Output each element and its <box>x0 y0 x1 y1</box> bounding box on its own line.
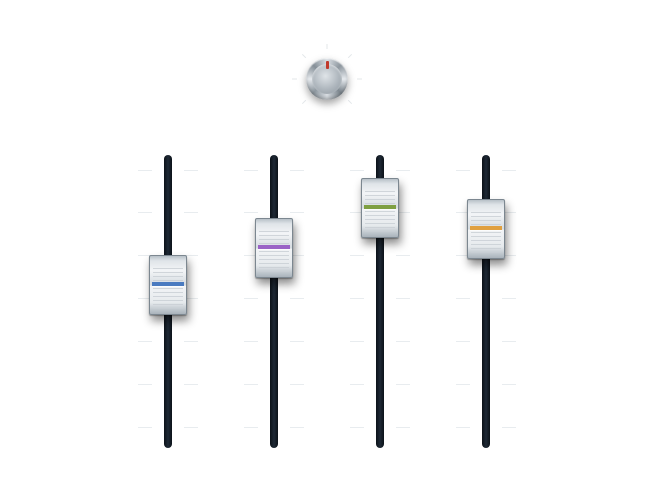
scale-tick <box>456 255 470 256</box>
scale-tick <box>290 341 304 342</box>
scale-tick <box>396 384 410 385</box>
fader-grip-lines <box>259 230 289 275</box>
scale-tick <box>456 212 470 213</box>
scale-tick <box>350 298 364 299</box>
scale-tick <box>502 341 516 342</box>
knob-scale-ticks <box>292 44 362 105</box>
scale-tick <box>350 341 364 342</box>
scale-tick <box>456 341 470 342</box>
scale-tick <box>184 341 198 342</box>
fader-cap-body <box>149 255 187 316</box>
scale-tick <box>350 427 364 428</box>
fader-handle-2[interactable] <box>255 217 293 278</box>
scale-tick <box>138 170 152 171</box>
scale-tick <box>396 212 410 213</box>
fader-track[interactable] <box>482 155 490 448</box>
scale-tick <box>184 298 198 299</box>
scale-tick <box>244 255 258 256</box>
fader-grip-lines <box>153 268 183 313</box>
knob-indicator <box>325 61 329 69</box>
fader-color-stripe <box>364 205 396 210</box>
scale-tick <box>138 255 152 256</box>
scale-tick <box>290 384 304 385</box>
scale-tick <box>184 255 198 256</box>
fader-color-stripe <box>470 226 502 231</box>
scale-tick <box>502 384 516 385</box>
scale-tick <box>290 170 304 171</box>
scale-tick <box>396 298 410 299</box>
scale-tick <box>138 384 152 385</box>
scale-tick <box>502 427 516 428</box>
channel-strip-2 <box>244 155 304 450</box>
scale-tick <box>502 255 516 256</box>
scale-tick <box>456 170 470 171</box>
scale-tick <box>244 427 258 428</box>
scale-tick <box>244 384 258 385</box>
fader-track[interactable] <box>270 155 278 448</box>
scale-tick <box>244 212 258 213</box>
fader-grip-lines <box>365 191 395 236</box>
fader-cap-body <box>467 199 505 260</box>
scale-tick <box>244 170 258 171</box>
scale-tick <box>290 212 304 213</box>
scale-tick <box>138 298 152 299</box>
scale-tick <box>456 298 470 299</box>
fader-track[interactable] <box>376 155 384 448</box>
scale-tick <box>502 298 516 299</box>
scale-tick <box>396 427 410 428</box>
scale-tick <box>184 427 198 428</box>
scale-tick <box>350 255 364 256</box>
scale-tick <box>350 170 364 171</box>
scale-tick <box>290 255 304 256</box>
channel-strip-4 <box>456 155 516 450</box>
fader-handle-3[interactable] <box>361 178 399 239</box>
scale-tick <box>502 212 516 213</box>
scale-tick <box>350 384 364 385</box>
scale-tick <box>396 170 410 171</box>
fader-grip-lines <box>471 212 501 257</box>
scale-tick <box>244 298 258 299</box>
scale-tick <box>396 341 410 342</box>
scale-tick <box>350 212 364 213</box>
scale-tick <box>184 212 198 213</box>
master-knob[interactable] <box>292 44 362 108</box>
knob-icon[interactable] <box>306 58 348 100</box>
fader-color-stripe <box>152 282 184 287</box>
scale-tick <box>138 427 152 428</box>
scale-tick <box>456 427 470 428</box>
fader-handle-4[interactable] <box>467 199 505 260</box>
channel-strip-1 <box>138 155 198 450</box>
fader-color-stripe <box>258 244 290 249</box>
scale-tick <box>396 255 410 256</box>
scale-tick <box>502 170 516 171</box>
scale-tick <box>244 341 258 342</box>
scale-tick <box>456 384 470 385</box>
channel-strip-3 <box>350 155 410 450</box>
scale-tick <box>290 427 304 428</box>
scale-tick <box>290 298 304 299</box>
fader-cap-body <box>361 178 399 239</box>
scale-tick <box>184 170 198 171</box>
scale-tick <box>138 341 152 342</box>
scale-tick <box>184 384 198 385</box>
scale-tick <box>138 212 152 213</box>
fader-cap-body <box>255 217 293 278</box>
fader-handle-1[interactable] <box>149 255 187 316</box>
